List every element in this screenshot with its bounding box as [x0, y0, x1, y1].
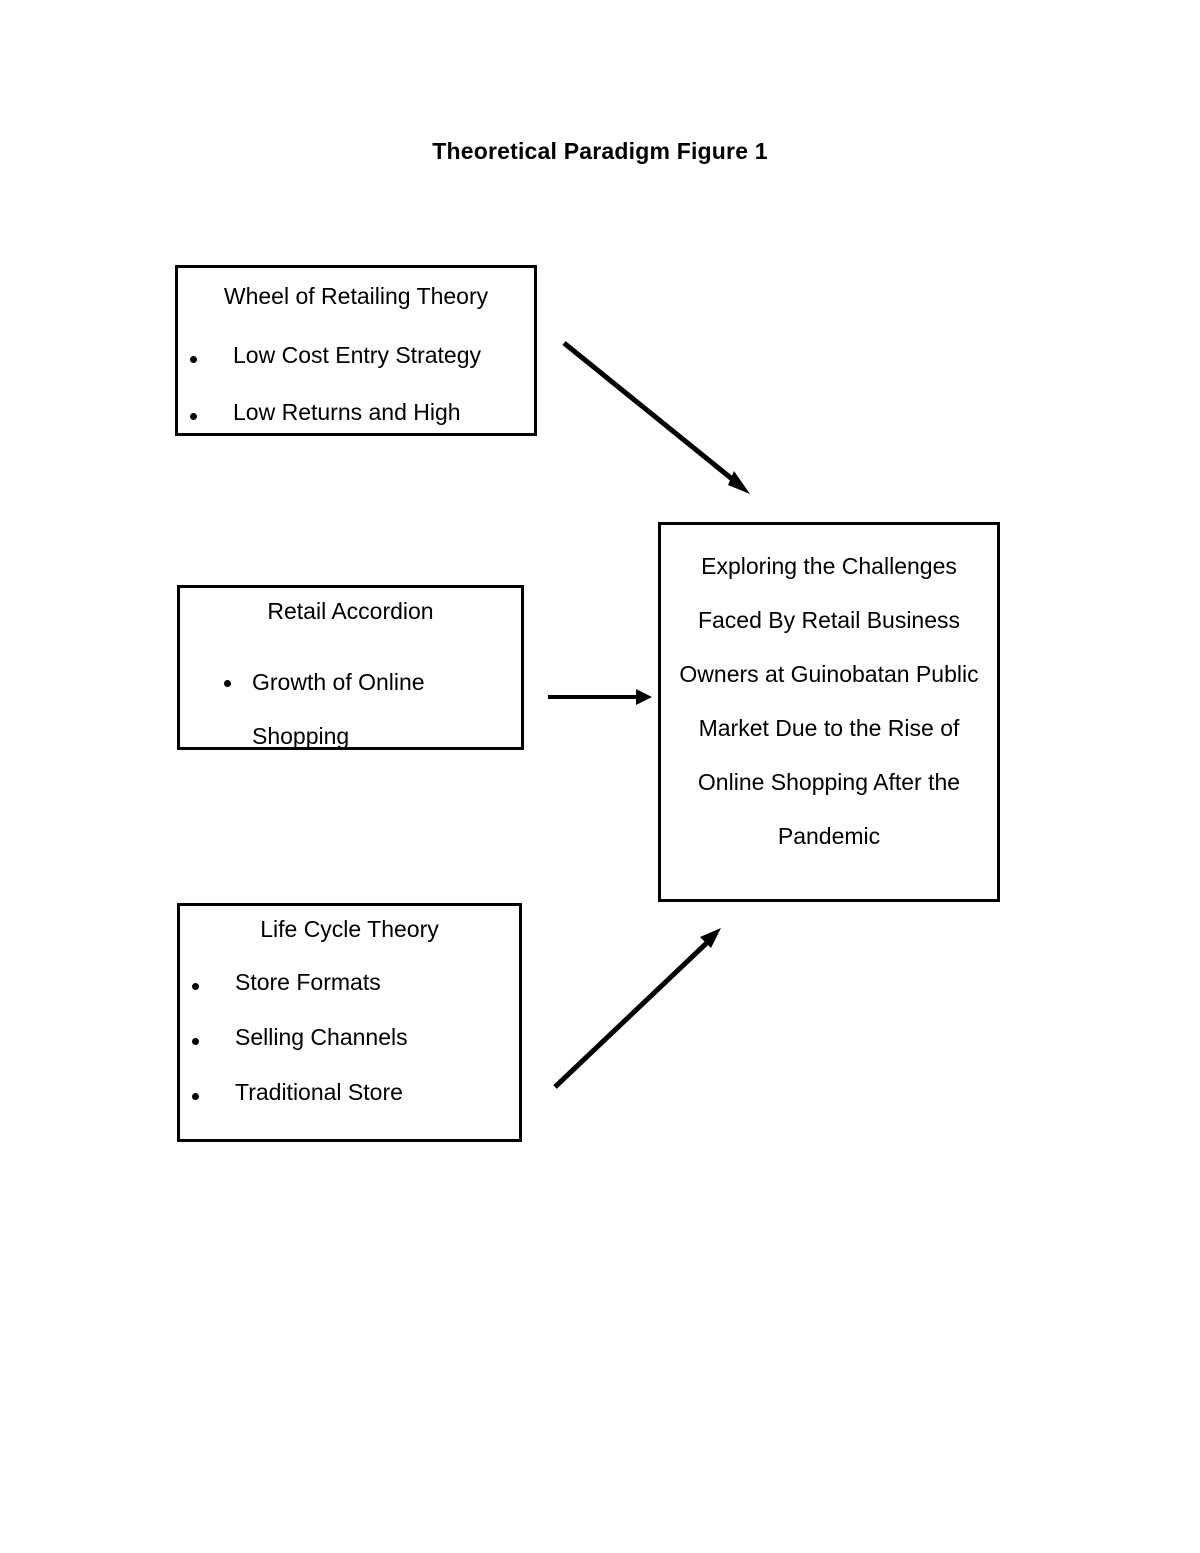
list-item-label: Selling Channels	[235, 1024, 408, 1050]
theory-box-retail-accordion: Retail Accordion Growth of Online Shoppi…	[177, 585, 524, 750]
list-item: Store Formats	[180, 971, 519, 994]
list-item-label: Low Returns and High	[233, 399, 461, 425]
outcome-line: Owners at Guinobatan Public	[679, 661, 979, 688]
bullet-dot-icon	[224, 679, 231, 687]
page-title: Theoretical Paradigm Figure 1	[432, 138, 768, 164]
box-heading: Life Cycle Theory	[260, 916, 439, 942]
bullet-dot-icon	[190, 412, 197, 420]
bullet-dot-icon	[192, 1037, 199, 1045]
box-heading: Wheel of Retailing Theory	[223, 283, 489, 309]
list-item: Traditional Store	[180, 1081, 519, 1104]
list-item: Low Cost Entry Strategy	[178, 344, 534, 367]
outcome-line: Exploring the Challenges	[701, 553, 957, 579]
list-item-label: Growth of Online Shopping	[252, 669, 425, 750]
theory-box-life-cycle: Life Cycle Theory Store Formats Selling …	[177, 903, 522, 1142]
list-item: Growth of Online Shopping	[180, 655, 521, 750]
bullet-dot-icon	[192, 1092, 199, 1100]
list-item: Selling Channels	[180, 1026, 519, 1049]
arrow-lifecycle-to-outcome-icon	[553, 928, 721, 1089]
list-item-label: Traditional Store	[235, 1079, 403, 1105]
arrow-wheel-to-outcome-icon	[562, 341, 750, 494]
outcome-line: Faced By Retail Business	[697, 607, 961, 634]
list-item-label: Low Cost Entry Strategy	[233, 342, 481, 368]
bullet-list: Store Formats Selling Channels Tradition…	[180, 971, 519, 1104]
arrow-accordion-to-outcome-icon	[548, 689, 652, 705]
list-item-label: Store Formats	[235, 969, 381, 995]
bullet-dot-icon	[192, 982, 199, 990]
outcome-line: Online Shopping After the	[697, 769, 961, 796]
outcome-line: Market Due to the Rise of	[698, 715, 960, 742]
outcome-line: Pandemic	[777, 823, 881, 850]
bullet-dot-icon	[190, 355, 197, 363]
box-heading: Retail Accordion	[267, 598, 434, 624]
bullet-list: Growth of Online Shopping	[180, 655, 521, 750]
theory-box-research-focus: Exploring the Challenges Faced By Retail…	[658, 522, 1000, 902]
theory-box-wheel-of-retailing: Wheel of Retailing Theory Low Cost Entry…	[175, 265, 537, 436]
bullet-list: Low Cost Entry Strategy Low Returns and …	[178, 344, 534, 424]
list-item: Low Returns and High	[178, 401, 534, 424]
